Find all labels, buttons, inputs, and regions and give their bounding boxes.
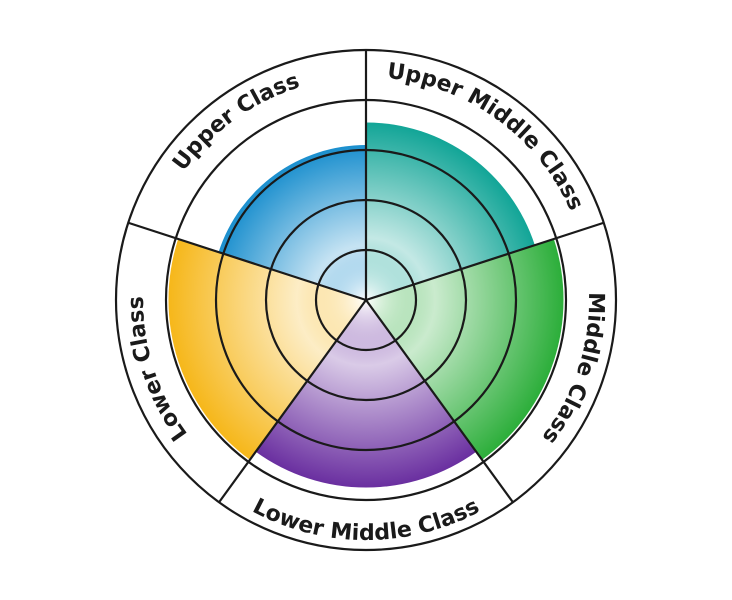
segment-dividers	[127, 50, 605, 503]
segment-divider	[218, 299, 367, 503]
label-upper-class: Upper Class	[168, 69, 302, 176]
segment-upper-class	[218, 145, 366, 300]
segment-divider	[365, 221, 605, 302]
segment-upper-middle-class	[366, 122, 535, 300]
label-lower-middle-class: Lower Middle Class	[249, 494, 484, 546]
segment-divider	[365, 299, 514, 503]
segment-divider	[127, 221, 367, 302]
